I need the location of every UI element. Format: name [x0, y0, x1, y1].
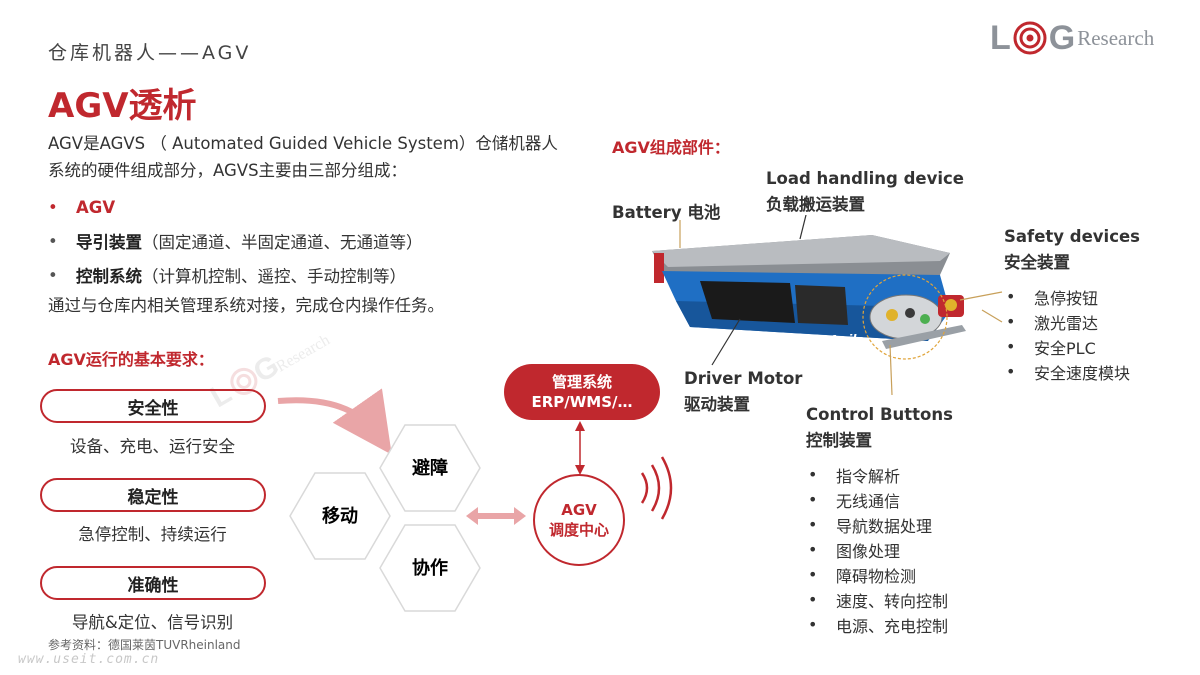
hexagon-cooperate-label: 协作	[412, 557, 448, 579]
control-items-list: •指令解析 •无线通信 •导航数据处理 •图像处理 •障碍物检测 •速度、转向控…	[808, 462, 948, 637]
list-item: •速度、转向控制	[808, 590, 949, 611]
label-cn: 驱动装置	[684, 395, 750, 414]
driver-motor-label: Driver Motor 驱动装置	[684, 366, 802, 418]
requirements-heading: AGV运行的基本要求：	[48, 350, 214, 369]
list-item: •激光雷达	[1006, 312, 1099, 333]
intro-paragraph: AGV是AGVS （ Automated Guided Vehicle Syst…	[48, 130, 588, 184]
list-item: • 导引装置 （固定通道、半固定通道、无通道等）	[48, 224, 423, 258]
dispatch-line: AGV	[561, 501, 597, 519]
hexagon-move	[289, 472, 391, 560]
section-title: 仓库机器人——AGV	[48, 42, 252, 64]
label-cn: 安全装置	[1004, 253, 1070, 272]
component-name: AGV	[76, 197, 116, 217]
component-name: 导引装置	[76, 233, 142, 252]
logo: L G Research	[990, 18, 1154, 58]
requirement-desc: 导航&定位、信号识别	[71, 613, 234, 632]
requirement-pill: 安全性	[40, 389, 266, 423]
hexagon-avoid	[379, 424, 481, 512]
robot-brand-label: Agile	[827, 332, 865, 349]
management-line: ERP/WMS/…	[531, 393, 633, 411]
agv-robot-image: Agile	[652, 215, 966, 366]
wireless-signal-icon	[640, 456, 673, 520]
management-line: 管理系统	[551, 373, 612, 391]
list-item: •无线通信	[808, 490, 901, 511]
bullet-dot: •	[48, 265, 58, 285]
hexagon-move-label: 移动	[322, 505, 358, 527]
list-item: •安全速度模块	[1006, 362, 1131, 383]
list-item: •图像处理	[808, 540, 901, 561]
list-item: • AGV	[48, 190, 423, 224]
bullet-dot: •	[48, 231, 58, 251]
label-en: Driver Motor	[684, 369, 803, 388]
list-item: •急停按钮	[1006, 287, 1099, 308]
management-system-badge: 管理系统 ERP/WMS/…	[504, 364, 660, 420]
capability-diagram: 移动 避障 协作	[277, 388, 673, 612]
reference-note: 参考资料：德国莱茵TUVRheinland	[48, 638, 241, 652]
list-item: •指令解析	[808, 465, 901, 486]
parts-heading: AGV组成部件：	[612, 138, 730, 157]
requirement-pill: 准确性	[40, 566, 266, 600]
label-en: Safety devices	[1004, 227, 1140, 246]
dispatch-line: 调度中心	[548, 521, 609, 539]
pointer-lines	[679, 220, 1003, 396]
logo-letter-l: L	[990, 18, 1011, 57]
load-handling-label: Load handling device 负载搬运装置	[766, 166, 964, 218]
safety-devices-label: Safety devices 安全装置	[1004, 224, 1140, 276]
label-en: Load handling device	[766, 169, 964, 188]
component-list: • AGV • 导引装置 （固定通道、半固定通道、无通道等） • 控制系统 （计…	[48, 190, 423, 292]
requirement-pill: 稳定性	[40, 478, 266, 512]
intro-line: AGV是AGVS （ Automated Guided Vehicle Syst…	[48, 134, 558, 153]
battery-label: Battery 电池	[612, 203, 721, 222]
requirement-desc: 急停控制、持续运行	[78, 525, 227, 544]
watermark-logo-icon: L G Research	[205, 332, 333, 415]
hexagon-avoid-label: 避障	[412, 457, 448, 479]
label-en: Control Buttons	[806, 405, 953, 424]
svg-text:Research: Research	[274, 332, 333, 376]
label-cn: 负载搬运装置	[766, 195, 865, 214]
component-detail: （计算机控制、遥控、手动控制等）	[142, 267, 406, 286]
logo-target-icon	[1013, 21, 1047, 55]
list-item: •导航数据处理	[808, 515, 933, 536]
control-buttons-label: Control Buttons 控制装置	[806, 402, 953, 454]
list-item: • 控制系统 （计算机控制、遥控、手动控制等）	[48, 258, 423, 292]
logo-text: Research	[1077, 25, 1155, 50]
outro-text: 通过与仓库内相关管理系统对接，完成仓内操作任务。	[48, 296, 444, 315]
dispatch-center-circle: AGV 调度中心	[533, 474, 625, 566]
component-detail: （固定通道、半固定通道、无通道等）	[142, 233, 423, 252]
intro-line: 系统的硬件组成部分，AGVS主要由三部分组成：	[48, 161, 408, 180]
curved-arrow-icon	[277, 388, 392, 455]
safety-items-list: •急停按钮 •激光雷达 •安全PLC •安全速度模块	[1006, 284, 1130, 384]
requirement-desc: 设备、充电、运行安全	[70, 437, 235, 456]
label-cn: 控制装置	[806, 431, 872, 450]
logo-letter-g: G	[1048, 18, 1076, 57]
list-item: •障碍物检测	[808, 565, 917, 586]
hexagon-cooperate	[379, 524, 481, 612]
list-item: •电源、充电控制	[808, 615, 949, 636]
component-name: 控制系统	[76, 267, 142, 286]
list-item: •安全PLC	[1006, 337, 1096, 358]
bullet-dot: •	[48, 197, 58, 217]
page-title: AGV透析	[48, 86, 197, 126]
footer-url: www.useit.com.cn	[18, 652, 160, 667]
